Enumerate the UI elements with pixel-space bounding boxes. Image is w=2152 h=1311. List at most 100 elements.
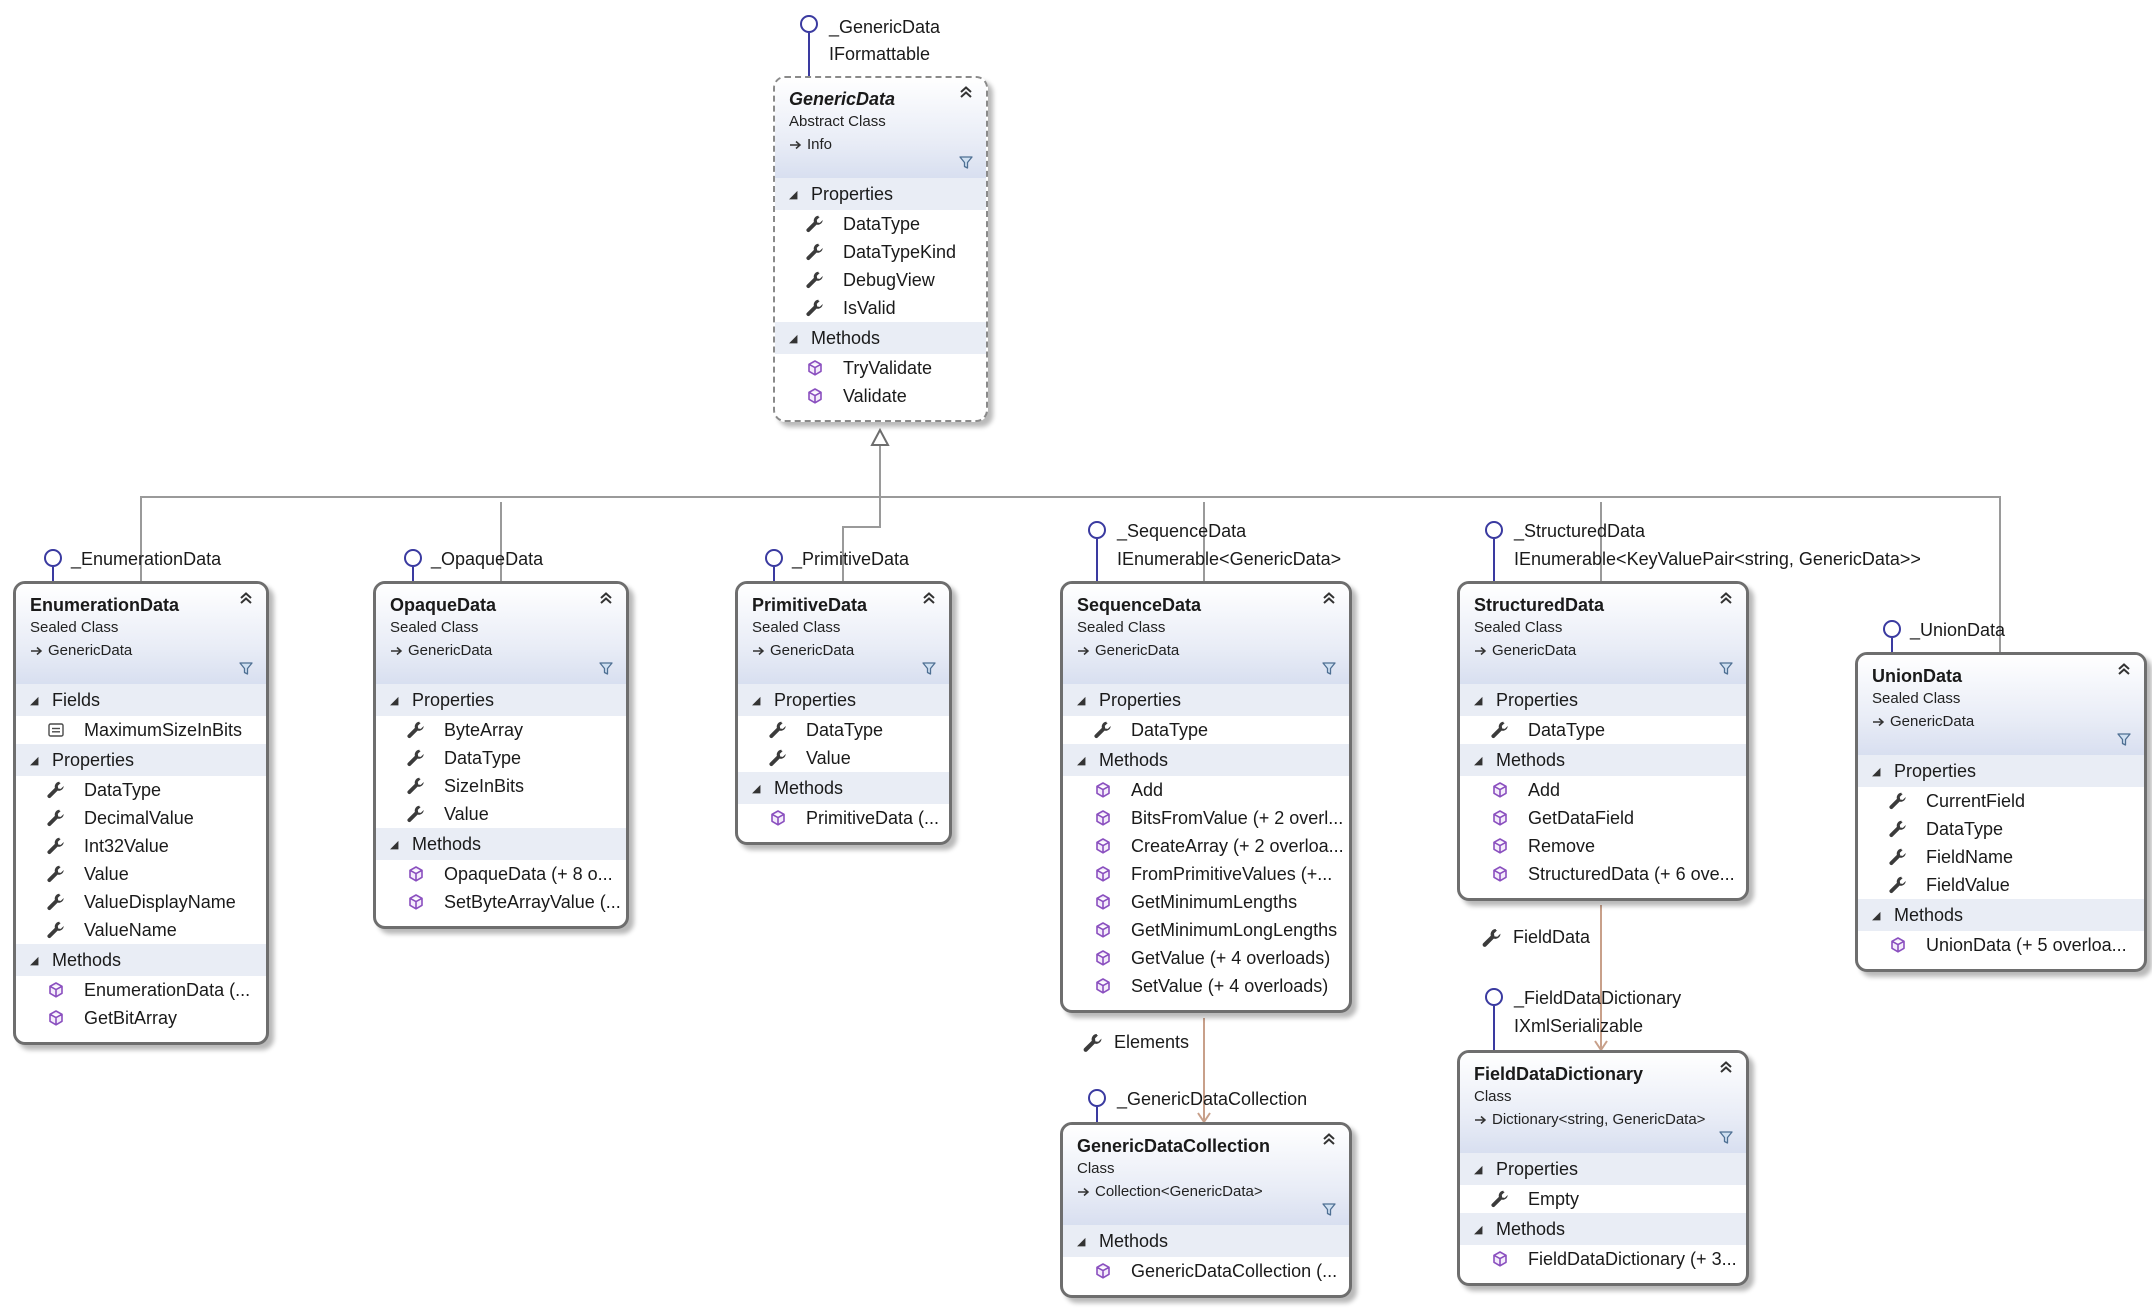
member-name: DataTypeKind <box>843 242 957 262</box>
member-item[interactable]: BitsFromValue (+ 2 overl... <box>1063 804 1349 832</box>
member-item[interactable]: Add <box>1063 776 1349 804</box>
member-item[interactable]: CreateArray (+ 2 overloa... <box>1063 832 1349 860</box>
double-chevron-up-icon[interactable] <box>2116 661 2132 677</box>
member-item[interactable]: OpaqueData (+ 8 o... <box>376 860 626 888</box>
member-item[interactable]: TryValidate <box>775 354 986 382</box>
section-header-methods[interactable]: ◢Methods <box>376 828 626 860</box>
double-chevron-up-icon[interactable] <box>1718 1059 1734 1075</box>
member-item[interactable]: SetValue (+ 4 overloads) <box>1063 972 1349 1000</box>
section-header-properties[interactable]: ◢Properties <box>1460 684 1746 716</box>
member-item[interactable]: GetMinimumLengths <box>1063 888 1349 916</box>
double-chevron-up-icon[interactable] <box>1718 590 1734 606</box>
member-item[interactable]: Empty <box>1460 1185 1746 1213</box>
member-item[interactable]: DataType <box>775 210 986 238</box>
member-item[interactable]: Add <box>1460 776 1746 804</box>
base-class-name: Dictionary<string, GenericData> <box>1492 1111 1706 1128</box>
section-title: Properties <box>52 750 135 770</box>
cube-icon <box>768 808 788 828</box>
filter-icon[interactable] <box>238 660 254 676</box>
member-item[interactable]: Validate <box>775 382 986 410</box>
double-chevron-up-icon[interactable] <box>1321 590 1337 606</box>
section-header-fields[interactable]: ◢Fields <box>16 684 266 716</box>
section-header-properties[interactable]: ◢Properties <box>1858 755 2144 787</box>
member-item[interactable]: DataType <box>1063 716 1349 744</box>
class-name: UnionData <box>1872 666 1962 686</box>
filter-icon[interactable] <box>921 660 937 676</box>
member-item[interactable]: Value <box>738 744 949 772</box>
member-item[interactable]: DataType <box>376 744 626 772</box>
member-item[interactable]: FromPrimitiveValues (+... <box>1063 860 1349 888</box>
member-item[interactable]: DataTypeKind <box>775 238 986 266</box>
member-item[interactable]: DataType <box>738 716 949 744</box>
double-chevron-up-icon[interactable] <box>1321 1131 1337 1147</box>
member-item[interactable]: GetMinimumLongLengths <box>1063 916 1349 944</box>
wrench-icon <box>1888 875 1908 895</box>
member-item[interactable]: ValueDisplayName <box>16 888 266 916</box>
section-header-properties[interactable]: ◢Properties <box>376 684 626 716</box>
member-item[interactable]: GetBitArray <box>16 1004 266 1032</box>
double-chevron-up-icon[interactable] <box>238 590 254 606</box>
section-header-properties[interactable]: ◢Properties <box>738 684 949 716</box>
member-item[interactable]: Remove <box>1460 832 1746 860</box>
filter-icon[interactable] <box>1321 660 1337 676</box>
member-item[interactable]: DebugView <box>775 266 986 294</box>
base-class: GenericData <box>1077 639 1335 662</box>
filter-icon[interactable] <box>958 154 974 170</box>
section-header-properties[interactable]: ◢Properties <box>1460 1153 1746 1185</box>
member-item[interactable]: CurrentField <box>1858 787 2144 815</box>
member-item[interactable]: Int32Value <box>16 832 266 860</box>
section-header-methods[interactable]: ◢Methods <box>738 772 949 804</box>
member-item[interactable]: DataType <box>16 776 266 804</box>
section-header-methods[interactable]: ◢Methods <box>1460 744 1746 776</box>
section-header-properties[interactable]: ◢Properties <box>775 178 986 210</box>
section-header-methods[interactable]: ◢Methods <box>1063 744 1349 776</box>
member-name: GetMinimumLengths <box>1131 892 1298 912</box>
section-header-methods[interactable]: ◢Methods <box>1858 899 2144 931</box>
section-header-properties[interactable]: ◢Properties <box>1063 684 1349 716</box>
filter-icon[interactable] <box>1718 1129 1734 1145</box>
member-item[interactable]: GetDataField <box>1460 804 1746 832</box>
filter-icon[interactable] <box>1718 660 1734 676</box>
double-chevron-up-icon[interactable] <box>958 84 974 100</box>
member-item[interactable]: ValueName <box>16 916 266 944</box>
section-header-methods[interactable]: ◢Methods <box>775 322 986 354</box>
section-header-properties[interactable]: ◢Properties <box>16 744 266 776</box>
member-item[interactable]: FieldValue <box>1858 871 2144 899</box>
member-item[interactable]: DataType <box>1460 716 1746 744</box>
filter-icon[interactable] <box>598 660 614 676</box>
member-item[interactable]: DataType <box>1858 815 2144 843</box>
member-item[interactable]: FieldName <box>1858 843 2144 871</box>
member-item[interactable]: IsValid <box>775 294 986 322</box>
wrench-icon <box>1888 847 1908 867</box>
member-item[interactable]: MaximumSizeInBits <box>16 716 266 744</box>
filter-icon[interactable] <box>2116 731 2132 747</box>
section-header-methods[interactable]: ◢Methods <box>1063 1225 1349 1257</box>
member-item[interactable]: PrimitiveData (... <box>738 804 949 832</box>
double-chevron-up-icon[interactable] <box>598 590 614 606</box>
member-item[interactable]: ByteArray <box>376 716 626 744</box>
double-chevron-up-icon[interactable] <box>921 590 937 606</box>
section-header-methods[interactable]: ◢Methods <box>16 944 266 976</box>
filter-icon[interactable] <box>1321 1201 1337 1217</box>
member-item[interactable]: StructuredData (+ 6 ove... <box>1460 860 1746 888</box>
member-item[interactable]: FieldDataDictionary (+ 3... <box>1460 1245 1746 1273</box>
section-header-methods[interactable]: ◢Methods <box>1460 1213 1746 1245</box>
member-item[interactable]: Value <box>376 800 626 828</box>
member-item[interactable]: EnumerationData (... <box>16 976 266 1004</box>
member-item[interactable]: Value <box>16 860 266 888</box>
member-item[interactable]: UnionData (+ 5 overloa... <box>1858 931 2144 959</box>
member-item[interactable]: GenericDataCollection (... <box>1063 1257 1349 1285</box>
member-item[interactable]: SetByteArrayValue (... <box>376 888 626 916</box>
member-item[interactable]: SizeInBits <box>376 772 626 800</box>
member-item[interactable]: DecimalValue <box>16 804 266 832</box>
member-item[interactable]: GetValue (+ 4 overloads) <box>1063 944 1349 972</box>
